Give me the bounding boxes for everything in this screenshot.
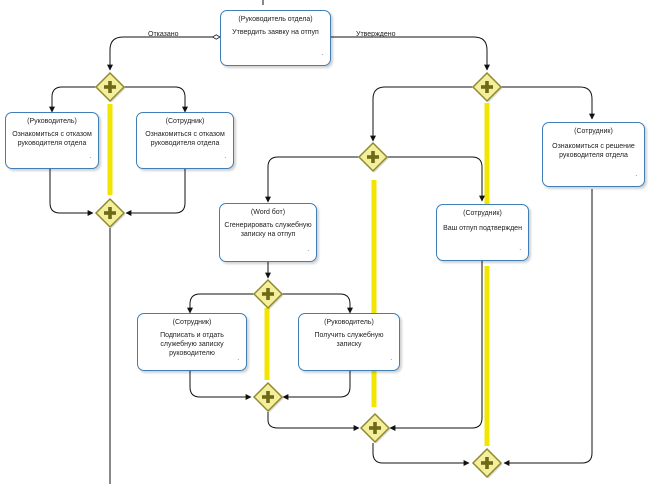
flow-employee-to-gw2 <box>125 169 186 216</box>
sync-bar-left <box>107 104 113 195</box>
gateway-join-inner-parallel-gateway-plus-icon[interactable] <box>359 412 391 444</box>
flow-confirmed-to-gw7 <box>389 261 483 431</box>
flow-receive-to-gw6 <box>282 371 351 400</box>
task-title: Ваш отпуп подтвержден <box>443 225 522 232</box>
task-role: (Руководитель отдела) <box>238 16 313 23</box>
flow-gw7-to-gw8 <box>372 443 470 466</box>
task-marker: . <box>89 154 91 160</box>
gateways <box>94 71 503 479</box>
task-title: Сгенерировать служебную записку на отпуп <box>224 222 312 238</box>
task-title: Утвердить заявку на отпуп <box>232 29 319 36</box>
task-title: Ознакомиться с решение руководителя отде… <box>552 143 635 159</box>
gateway-split-approved-parallel-gateway-plus-icon[interactable] <box>471 71 503 103</box>
task-role: (Сотрудник) <box>172 319 212 326</box>
flow-gw3-to-decision <box>501 86 595 120</box>
flow-gw6-to-gw7 <box>267 412 360 431</box>
flow-gw5-to-receive <box>282 293 353 314</box>
task-vacation-confirmed[interactable]: (Сотрудник) Ваш отпуп подтвержден . <box>436 204 529 261</box>
task-employee-sign-memo[interactable]: (Сотрудник) Подписать и отдать служебную… <box>137 313 247 371</box>
task-head-review-rejection[interactable]: (Руководитель) Ознакомиться с отказом ру… <box>5 112 99 169</box>
task-head-receive-memo[interactable]: (Руководитель) Получить служебную записк… <box>298 313 400 371</box>
flow-gw1-to-employee <box>124 86 188 113</box>
task-title: Подписать и отдать служебную записку рук… <box>160 332 224 357</box>
task-marker: . <box>519 246 521 252</box>
task-marker: . <box>390 356 392 362</box>
sync-bars <box>107 103 490 446</box>
task-marker: . <box>635 172 637 178</box>
task-employee-review-rejection[interactable]: (Сотрудник) Ознакомиться с отказом руков… <box>136 112 234 169</box>
task-title: Ознакомиться с отказом руководителя отде… <box>12 131 92 147</box>
task-approve-vacation-request[interactable]: (Руководитель отдела) Утвердить заявку н… <box>220 10 331 66</box>
edge-label-approved: Утверждено <box>356 31 396 38</box>
sync-bar-right-top <box>484 103 490 208</box>
flow-gw5-to-sign <box>187 293 254 314</box>
gateway-join-rejected-parallel-gateway-plus-icon[interactable] <box>94 197 126 229</box>
task-role: (Руководитель) <box>324 319 374 326</box>
task-title: Получить служебную записку <box>314 332 384 348</box>
task-role: (Руководитель) <box>27 118 77 125</box>
flow-sign-to-gw6 <box>189 371 252 400</box>
task-marker: . <box>224 154 226 160</box>
task-marker: . <box>307 247 309 253</box>
task-wordbot-generate-memo[interactable]: (Word бот) Сгенерировать служебную запис… <box>219 203 317 262</box>
gateway-split-memo-parallel-gateway-plus-icon[interactable] <box>252 278 284 310</box>
flow-approve-rejected <box>107 34 221 71</box>
gateway-split-rejected-parallel-gateway-plus-icon[interactable] <box>94 71 126 103</box>
task-role: (Сотрудник) <box>574 128 613 135</box>
flow-gw3-to-gw4 <box>370 86 473 142</box>
gateway-join-memo-parallel-gateway-plus-icon[interactable] <box>252 381 284 413</box>
flow-approve-approved <box>303 34 490 71</box>
task-role: (Сотрудник) <box>165 118 205 125</box>
flow-head-to-gw2 <box>49 169 94 216</box>
gateway-split-inner-parallel-gateway-plus-icon[interactable] <box>357 141 389 173</box>
task-role: (Сотрудник) <box>463 210 502 217</box>
edge-label-rejected: Отказано <box>148 31 179 38</box>
sync-bar-middle <box>371 180 377 407</box>
flow-gw1-to-head <box>49 86 96 113</box>
task-role: (Word бот) <box>250 209 286 216</box>
task-employee-review-decision[interactable]: (Сотрудник) Ознакомиться с решение руков… <box>542 122 645 187</box>
sync-bar-inner <box>264 308 270 380</box>
task-marker: . <box>321 51 323 57</box>
flow-gw4-to-wordbot <box>265 156 359 203</box>
sync-bar-right-bottom <box>484 266 490 446</box>
sequence-flows <box>49 0 595 484</box>
flow-decision-to-gw8 <box>503 189 593 466</box>
task-marker: . <box>237 356 239 362</box>
task-title: Ознакомиться с отказом руководителя отде… <box>145 131 225 147</box>
flow-gw4-to-confirmed <box>387 156 485 202</box>
gateway-join-final-parallel-gateway-plus-icon[interactable] <box>471 447 503 479</box>
